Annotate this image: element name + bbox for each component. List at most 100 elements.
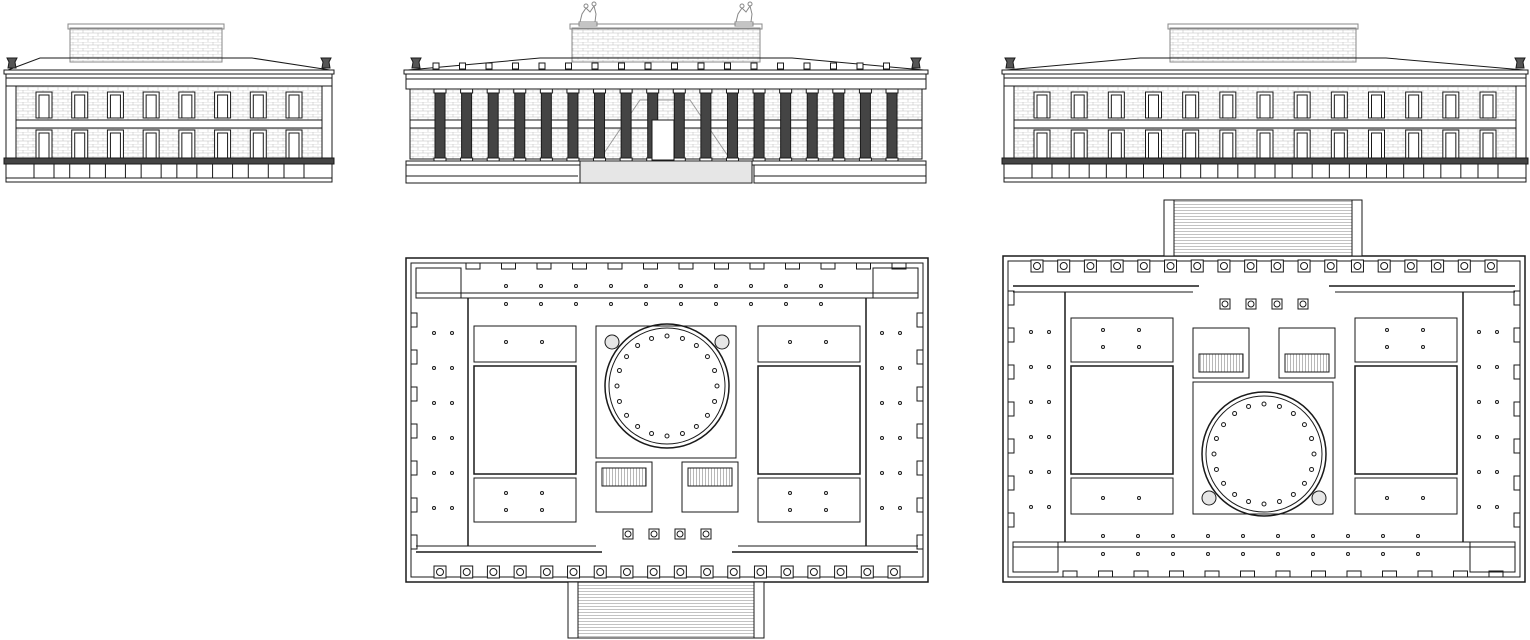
gallery-column: [539, 284, 543, 288]
rotunda-column: [1211, 451, 1217, 457]
wall-pier: [1513, 327, 1521, 343]
vestibule-column: [674, 528, 686, 540]
roof-urn: [1004, 57, 1016, 69]
wall-pier: [1513, 512, 1521, 528]
vestibule-column: [648, 528, 660, 540]
gallery-column: [1171, 552, 1175, 556]
attic-block: [69, 27, 223, 63]
wall-pier: [1513, 438, 1521, 454]
courtyard-left: [1070, 365, 1174, 475]
wing-column: [1047, 400, 1051, 404]
cornice-eagle: [697, 62, 705, 70]
cornice: [1001, 69, 1529, 75]
wall-pier: [536, 262, 552, 270]
portico-column: [433, 565, 447, 579]
gallery-column: [644, 302, 648, 306]
corner-room: [1012, 541, 1059, 573]
wall-pier: [916, 386, 924, 402]
base-panel: [140, 163, 162, 179]
wing-column: [450, 436, 454, 440]
column: [486, 88, 500, 162]
gallery-column: [1381, 534, 1385, 538]
base-panel: [1328, 163, 1350, 179]
entrance-steps: [567, 581, 765, 639]
spiral-stair: [714, 334, 730, 350]
rotunda-column: [1309, 466, 1315, 472]
gallery-column: [819, 302, 823, 306]
roof-urn: [320, 57, 332, 69]
wall-pier: [1311, 570, 1326, 578]
wall-pier: [410, 497, 418, 513]
base-panel: [1291, 163, 1313, 179]
wing-column: [450, 401, 454, 405]
wall-pier: [1007, 438, 1015, 454]
cornice-eagle: [856, 62, 864, 70]
gallery-column: [504, 302, 508, 306]
gallery-column: [714, 284, 718, 288]
wall-pier: [916, 349, 924, 365]
wall-pier: [1417, 570, 1433, 578]
wing-column: [898, 366, 902, 370]
spiral-stair: [1311, 490, 1327, 506]
portico-column: [1404, 259, 1418, 273]
base-panel: [1477, 163, 1499, 179]
base-panel: [1254, 163, 1276, 179]
portico-column: [1164, 259, 1178, 273]
base-panel: [69, 163, 91, 179]
base-panel: [33, 163, 55, 179]
wing-column: [880, 436, 884, 440]
gallery-column: [714, 302, 718, 306]
cornice-eagle: [671, 62, 678, 70]
wing-column: [880, 471, 884, 475]
portico-column: [540, 565, 554, 579]
portico-column: [887, 565, 901, 579]
gallery-column: [1416, 552, 1420, 556]
gallery-column: [1346, 552, 1350, 556]
rotunda-wall: [1201, 391, 1327, 517]
wing-column: [432, 436, 436, 440]
wing-column: [880, 366, 884, 370]
portico-column: [780, 565, 794, 579]
cornice-eagle: [883, 62, 890, 70]
room-block: [473, 325, 577, 363]
podium-right: [753, 164, 927, 184]
outer-wall: [405, 257, 929, 583]
rotunda-column: [693, 343, 699, 349]
lower-storey: [5, 127, 333, 161]
wall-pier: [820, 262, 836, 270]
gallery-column: [1311, 552, 1315, 556]
rear-elevation: [1001, 23, 1529, 183]
spiral-stair: [1201, 490, 1217, 506]
portico-column: [1484, 259, 1498, 273]
wing-column: [880, 506, 884, 510]
cornice-eagle: [485, 62, 493, 70]
stair-flight-left: [1198, 353, 1244, 373]
wing-column: [1495, 400, 1499, 404]
stair-flight-right: [687, 467, 733, 487]
corner-pilaster: [5, 85, 17, 159]
wall-pier: [410, 349, 418, 365]
wing-column: [432, 401, 436, 405]
rotunda-column: [624, 412, 630, 418]
wall-pier: [678, 262, 694, 270]
vestibule-column: [1219, 298, 1231, 310]
portico-column: [1270, 259, 1284, 273]
wall-pier: [410, 423, 418, 439]
wall-pier: [643, 262, 658, 270]
wing-column: [1029, 400, 1033, 404]
rotunda-column: [679, 431, 685, 437]
cornice-eagle: [459, 62, 466, 70]
rotunda-column: [1246, 499, 1252, 505]
rotunda-column: [649, 431, 655, 437]
wing-column: [898, 506, 902, 510]
portico-column: [567, 565, 581, 579]
wall-pier: [1204, 570, 1220, 578]
rotunda-column: [704, 354, 710, 360]
rotunda-column: [1213, 436, 1219, 442]
gallery-wall: [1012, 541, 1516, 548]
portico-column: [620, 565, 634, 579]
portico-column: [1110, 259, 1124, 273]
cornice-eagle: [565, 62, 572, 70]
rotunda-column: [614, 383, 620, 389]
